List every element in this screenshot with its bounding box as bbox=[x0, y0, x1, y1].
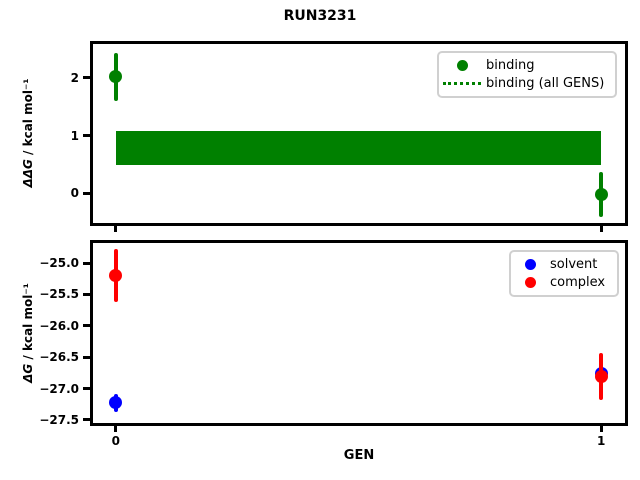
y-tick bbox=[83, 387, 90, 390]
data-point-binding-gen1 bbox=[594, 188, 608, 202]
y-tick-label: −26.5 bbox=[39, 350, 79, 365]
lower-panel-axes bbox=[90, 240, 628, 426]
y-tick bbox=[83, 261, 90, 265]
binding-dot-icon bbox=[447, 59, 477, 71]
figure-title: RUN3231 bbox=[283, 8, 357, 24]
y-tick-label: −25.0 bbox=[39, 256, 79, 271]
x-tick bbox=[114, 226, 118, 232]
x-tick bbox=[599, 426, 603, 432]
legend-label: complex bbox=[550, 275, 606, 291]
y-tick bbox=[83, 355, 90, 359]
y-tick bbox=[83, 76, 90, 80]
x-axis-label: GEN bbox=[343, 448, 375, 463]
y-tick-label: −27.5 bbox=[39, 412, 79, 427]
complex-dot-icon bbox=[519, 277, 541, 289]
y-tick-label: −26.0 bbox=[39, 318, 79, 333]
legend-item-complex: complex bbox=[519, 274, 609, 293]
legend-item-binding: binding bbox=[447, 56, 607, 75]
x-tick bbox=[114, 426, 118, 432]
y-tick-label: 1 bbox=[70, 128, 79, 143]
y-tick bbox=[83, 418, 90, 422]
y-tick-label: 0 bbox=[70, 186, 79, 201]
dotted-line-icon bbox=[443, 82, 481, 86]
y-tick-label: −25.5 bbox=[39, 287, 79, 302]
data-point-complex-gen0 bbox=[109, 269, 123, 283]
y-tick bbox=[83, 191, 90, 195]
y-tick bbox=[83, 134, 90, 137]
lower-legend: solvent complex bbox=[509, 250, 619, 297]
legend-label: binding (all GENS) bbox=[486, 76, 605, 92]
upper-legend: binding binding (all GENS) bbox=[437, 51, 617, 98]
x-tick bbox=[599, 226, 603, 232]
legend-item-solvent: solvent bbox=[519, 255, 609, 274]
legend-label: solvent bbox=[550, 256, 598, 272]
data-point-complex-gen1 bbox=[594, 370, 608, 384]
y-tick-label: −27.0 bbox=[39, 381, 79, 396]
upper-panel-axes bbox=[90, 41, 628, 226]
y-tick bbox=[83, 324, 90, 328]
data-point-solvent-gen0 bbox=[109, 396, 123, 410]
y-tick-label: 2 bbox=[70, 70, 79, 85]
y-tick bbox=[83, 292, 90, 296]
data-point-binding-gen0 bbox=[109, 70, 123, 84]
x-tick-label: 1 bbox=[597, 434, 606, 448]
x-tick-label: 0 bbox=[111, 434, 120, 448]
legend-label: binding bbox=[486, 57, 535, 73]
solvent-dot-icon bbox=[519, 258, 541, 270]
legend-item-binding-all-gens: binding (all GENS) bbox=[443, 75, 607, 94]
uncertainty-band-binding-all-gens bbox=[115, 130, 602, 165]
